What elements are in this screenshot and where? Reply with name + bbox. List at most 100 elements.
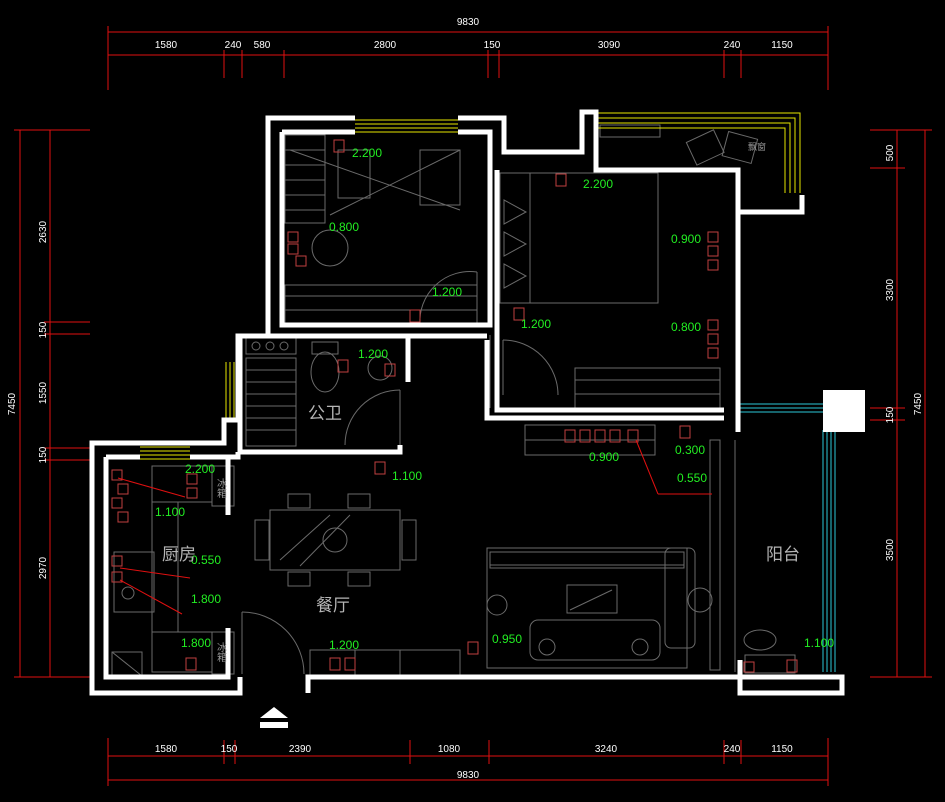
- height-label: 0.550: [677, 471, 707, 485]
- fridge-label: 冰箱: [215, 477, 227, 499]
- height-label: 0.900: [671, 232, 701, 246]
- height-label: 2.200: [583, 177, 613, 191]
- dimension-labels: 9830 1580 240 580 2800 150 3090 240 1150…: [7, 17, 924, 781]
- dim-bottom-6: 240: [724, 744, 741, 755]
- height-label: 1.200: [432, 285, 462, 299]
- outlet-icon: [467, 641, 479, 655]
- outlet-icon: [707, 259, 719, 271]
- outlet-icon: [111, 555, 123, 567]
- outlet-icon: [344, 657, 356, 671]
- balcony-glazing: [740, 390, 865, 672]
- outlet-icon: [594, 429, 606, 443]
- dim-top-4: 2800: [374, 40, 397, 51]
- room-label-balcony: 阳台: [766, 545, 800, 565]
- outlet-icon: [287, 243, 299, 255]
- height-label: 1.100: [155, 505, 185, 519]
- outlet-icon: [117, 511, 129, 523]
- outlet-icon: [111, 469, 123, 481]
- height-label: 1.100: [392, 469, 422, 483]
- height-label: 0.550: [191, 553, 221, 567]
- outlet-icon: [579, 429, 591, 443]
- dim-top-6: 3090: [598, 40, 621, 51]
- dim-bottom-1: 1580: [155, 744, 178, 755]
- height-label: 0.950: [492, 632, 522, 646]
- height-label: 0.800: [671, 320, 701, 334]
- outlet-markers: [111, 139, 798, 673]
- outlet-icon: [384, 363, 396, 377]
- dimension-lines: [14, 26, 932, 786]
- outlet-icon: [409, 309, 421, 323]
- dim-left-4: 150: [38, 446, 49, 463]
- dim-bottom-total: 9830: [457, 770, 480, 781]
- room-label-dining: 餐厅: [316, 596, 350, 616]
- dim-right-4: 3500: [885, 538, 896, 561]
- outlet-icon: [111, 571, 123, 583]
- dim-left-1: 2630: [38, 220, 49, 243]
- dim-top-total: 9830: [457, 17, 480, 28]
- outlet-icon: [186, 487, 198, 499]
- dim-left-5: 2970: [38, 556, 49, 579]
- outlet-icon: [287, 231, 299, 243]
- outlet-icon: [707, 231, 719, 243]
- outlet-icon: [374, 461, 386, 475]
- height-label: 1.800: [191, 592, 221, 606]
- dim-top-5: 150: [484, 40, 501, 51]
- outlet-icon: [609, 429, 621, 443]
- height-label: 0.900: [589, 450, 619, 464]
- dim-top-1: 1580: [155, 40, 178, 51]
- dim-left-3: 1550: [38, 381, 49, 404]
- dim-right-1: 500: [885, 144, 896, 161]
- dim-left-total: 7450: [7, 392, 18, 415]
- height-label: 1.800: [181, 636, 211, 650]
- dim-top-2: 240: [225, 40, 242, 51]
- dim-right-2: 3300: [885, 278, 896, 301]
- outlet-icon: [679, 425, 691, 439]
- height-label: 2.200: [352, 146, 382, 160]
- outlet-icon: [337, 359, 349, 373]
- dim-top-3: 580: [254, 40, 271, 51]
- furniture: [111, 124, 796, 677]
- windows: [140, 112, 801, 460]
- entrance-arrow-icon: [260, 707, 288, 728]
- outlet-icon: [627, 429, 639, 443]
- room-label-bay-window: 飘窗: [748, 141, 766, 153]
- dim-bottom-5: 3240: [595, 744, 618, 755]
- outlet-icon: [295, 255, 307, 267]
- outlet-icon: [185, 657, 197, 671]
- outlet-icon: [707, 245, 719, 257]
- room-label-bathroom: 公卫: [308, 404, 342, 424]
- dim-bottom-3: 2390: [289, 744, 312, 755]
- outlet-icon: [111, 497, 123, 509]
- height-label: 0.300: [675, 443, 705, 457]
- room-label-kitchen: 厨房: [162, 545, 196, 565]
- dim-bottom-2: 150: [221, 744, 238, 755]
- dim-right-3: 150: [885, 406, 896, 423]
- outlet-icon: [786, 659, 798, 673]
- outlet-icon: [743, 661, 755, 673]
- column-block: [823, 390, 865, 432]
- fridge-label-2: 冰箱: [215, 641, 227, 663]
- outlet-icon: [707, 333, 719, 345]
- outlet-icon: [329, 657, 341, 671]
- outlet-icon: [117, 483, 129, 495]
- outlet-icon: [564, 429, 576, 443]
- height-label: 1.200: [358, 347, 388, 361]
- dim-top-7: 240: [724, 40, 741, 51]
- outlet-icon: [333, 139, 345, 153]
- outlet-icon: [555, 173, 567, 187]
- height-label: 1.200: [521, 317, 551, 331]
- dim-top-8: 1150: [771, 40, 793, 51]
- room-labels: 厨房 餐厅 公卫 阳台 飘窗 冰箱 冰箱: [162, 141, 800, 663]
- outlet-icon: [513, 307, 525, 321]
- dim-bottom-7: 1150: [771, 744, 793, 755]
- outlet-icon: [707, 319, 719, 331]
- dim-bottom-4: 1080: [438, 744, 461, 755]
- walls: [89, 109, 845, 696]
- height-label: 1.200: [329, 638, 359, 652]
- height-labels: 2.200 0.800 1.200 2.200 0.900 1.200 0.80…: [155, 146, 834, 652]
- dim-left-2: 150: [38, 321, 49, 338]
- dim-right-total: 7450: [913, 392, 924, 415]
- outlet-icon: [186, 473, 198, 485]
- height-label: 0.800: [329, 220, 359, 234]
